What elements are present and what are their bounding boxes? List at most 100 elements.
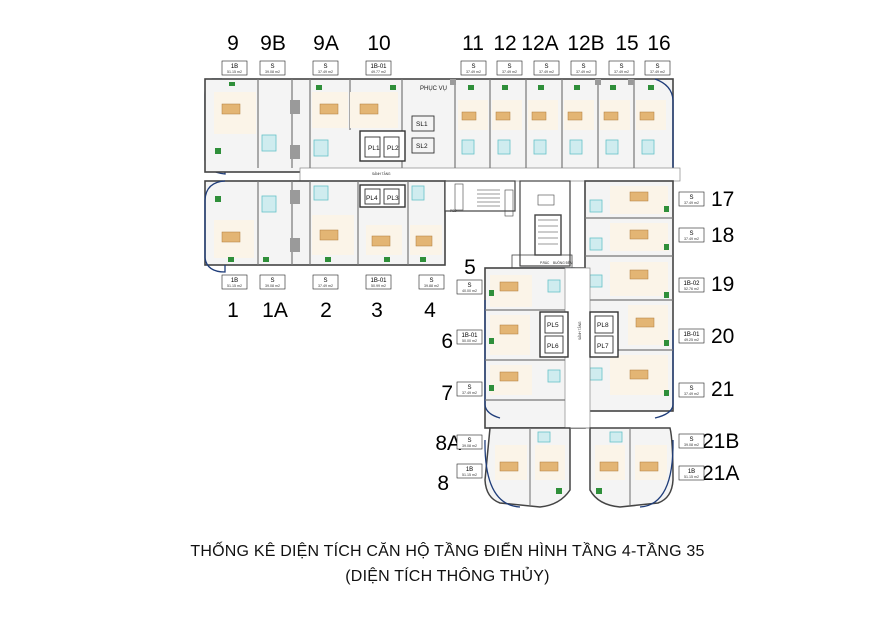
unit-area: 40.00 m2 [462, 289, 477, 293]
unit-tag-box [678, 328, 705, 344]
unit-number-12: 12 [493, 32, 516, 55]
unit-number-6: 6 [441, 330, 453, 353]
unit-area: 37.49 m2 [576, 70, 591, 74]
unit-area: 37.49 m2 [466, 70, 481, 74]
unit-area: 37.49 m2 [318, 70, 333, 74]
west-wing [204, 180, 446, 273]
unit-number-5: 5 [464, 256, 476, 279]
unit-number-20: 20 [711, 325, 734, 348]
unit-number-21a: 21A [702, 462, 739, 485]
unit-number-17: 17 [711, 188, 734, 211]
unit-type: S [323, 278, 327, 284]
unit-type: S [689, 437, 693, 443]
unit-number-15: 15 [615, 32, 638, 55]
east-wing [584, 180, 674, 419]
unit-number-12a: 12A [521, 32, 558, 55]
unit-tag-21: S37.49 m2 [678, 382, 705, 398]
unit-tag-box [678, 465, 705, 481]
unit-tag-7: S37.49 m2 [456, 381, 483, 397]
label-sanh-tang-left: SẢNH TẦNG [372, 171, 391, 176]
unit-area: 39.88 m2 [424, 284, 439, 288]
unit-tag-12a: S37.49 m2 [533, 60, 560, 76]
unit-tag-box [460, 60, 487, 76]
unit-type: S [581, 64, 585, 70]
unit-number-9a: 9A [313, 32, 339, 55]
unit-area: 51.15 m2 [684, 475, 699, 479]
unit-number-21b: 21B [702, 430, 739, 453]
caption-title: THỐNG KÊ DIỆN TÍCH CĂN HỘ TẦNG ĐIỂN HÌNH… [190, 543, 705, 560]
unit-area: 37.49 m2 [684, 237, 699, 241]
lift-pl4: PL4 [366, 195, 378, 202]
unit-tag-box [259, 274, 286, 290]
unit-number-9: 9 [227, 32, 239, 55]
unit-type: S [689, 386, 693, 392]
unit-type: 1B-02 [683, 281, 700, 287]
unit-area: 39.08 m2 [462, 444, 477, 448]
unit-tag-15: S37.49 m2 [608, 60, 635, 76]
unit-area: 49.25 m2 [684, 338, 699, 342]
south-pods [484, 427, 674, 508]
unit-tag-box [456, 279, 483, 295]
lift-sl1: SL1 [416, 121, 428, 128]
unit-area: 37.49 m2 [614, 70, 629, 74]
unit-area: 39.08 m2 [265, 284, 280, 288]
unit-tag-5: S40.00 m2 [456, 279, 483, 295]
unit-tag-9b: S39.08 m2 [259, 60, 286, 76]
unit-tag-box [533, 60, 560, 76]
unit-area: 50.99 m2 [371, 284, 386, 288]
unit-type: S [544, 64, 548, 70]
lift-pl2: PL2 [387, 145, 399, 152]
unit-type: S [270, 64, 274, 70]
unit-tag-16: S37.49 m2 [644, 60, 671, 76]
unit-type: 1B [466, 467, 473, 473]
label-buong-dem: BUỒNG ĐỆM [553, 260, 573, 265]
unit-type: 1B-01 [370, 278, 387, 284]
unit-number-10: 10 [367, 32, 390, 55]
unit-tag-box [456, 463, 483, 479]
unit-area: 51.15 m2 [227, 284, 242, 288]
unit-area: 52.76 m2 [684, 287, 699, 291]
lift-pl5: PL5 [547, 322, 559, 329]
unit-tag-box [678, 227, 705, 243]
label-phuc-vu: PHỤC VỤ [420, 86, 447, 92]
unit-area: 37.49 m2 [462, 391, 477, 395]
unit-type: 1B [688, 469, 695, 475]
unit-type: S [467, 385, 471, 391]
unit-type: 1B [231, 64, 238, 70]
unit-tag-box [312, 274, 339, 290]
unit-type: S [507, 64, 511, 70]
unit-number-11: 11 [462, 32, 484, 55]
unit-type: S [655, 64, 659, 70]
unit-area: 37.49 m2 [502, 70, 517, 74]
unit-tag-1a: S39.08 m2 [259, 274, 286, 290]
unit-area: 37.49 m2 [318, 284, 333, 288]
unit-type: S [689, 195, 693, 201]
unit-tag-box [456, 329, 483, 345]
unit-tag-box [570, 60, 597, 76]
unit-number-1: 1 [227, 299, 239, 322]
unit-area: 37.49 m2 [684, 201, 699, 205]
unit-tag-box [221, 274, 248, 290]
lift-pl8: PL8 [597, 322, 609, 329]
unit-tag-box [608, 60, 635, 76]
unit-type: 1B-01 [461, 333, 478, 339]
unit-number-21: 21 [711, 378, 734, 401]
unit-type: 1B-01 [683, 332, 700, 338]
south-tower [484, 267, 619, 429]
unit-type: S [270, 278, 274, 284]
unit-number-8: 8 [437, 472, 449, 495]
unit-number-3: 3 [371, 299, 383, 322]
label-sanh-tang-right: SẢNH TẦNG [577, 321, 582, 340]
unit-area: 37.49 m2 [684, 392, 699, 396]
label-psd: PSD [450, 209, 457, 213]
unit-tag-12: S37.49 m2 [496, 60, 523, 76]
unit-area: 51.15 m2 [227, 70, 242, 74]
unit-tag-box [312, 60, 339, 76]
